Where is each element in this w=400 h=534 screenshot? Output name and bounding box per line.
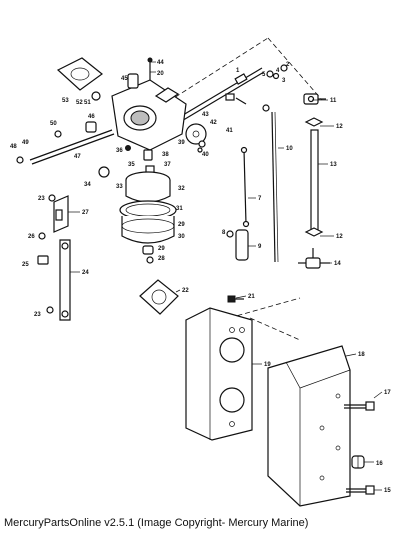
callout-14: 14 <box>334 261 341 267</box>
small-hardware <box>98 140 206 178</box>
callout-4: 4 <box>276 68 280 74</box>
callout-5: 5 <box>262 72 266 78</box>
callout-2: 2 <box>286 62 290 68</box>
screw-17 <box>344 401 375 411</box>
callout-17: 17 <box>384 390 391 396</box>
callout-45: 45 <box>121 76 128 82</box>
callout-23-bottom: 23 <box>34 312 41 318</box>
gasket-53 <box>56 57 103 101</box>
callout-20: 20 <box>157 71 164 77</box>
callout-36: 36 <box>116 148 123 154</box>
callout-48: 48 <box>10 144 17 150</box>
callout-28: 28 <box>158 256 165 262</box>
gasket-22 <box>139 279 179 315</box>
callout-38: 38 <box>162 152 169 158</box>
callout-32: 32 <box>178 186 185 192</box>
callout-labels: 44 20 45 1 5 4 2 3 11 12 53 52 51 50 46 … <box>10 60 391 494</box>
callout-44: 44 <box>157 60 164 66</box>
linkage-rod-13 <box>304 117 324 237</box>
cover-18 <box>267 345 351 507</box>
linkage-connector-14 <box>298 248 330 269</box>
callout-52: 52 <box>76 100 83 106</box>
callout-12-top: 12 <box>336 124 343 130</box>
linkage-connector-11 <box>303 93 326 105</box>
callout-18: 18 <box>358 352 365 358</box>
callout-11: 11 <box>330 98 337 104</box>
callout-42: 42 <box>210 120 217 126</box>
callout-9: 9 <box>258 244 262 250</box>
callout-35: 35 <box>128 162 135 168</box>
callout-15: 15 <box>384 488 391 494</box>
callout-47: 47 <box>74 154 81 160</box>
callout-1: 1 <box>236 68 240 74</box>
assembly-guide-lines <box>154 37 323 341</box>
callout-23-top: 23 <box>38 196 45 202</box>
callout-29-top: 29 <box>178 222 185 228</box>
callout-41: 41 <box>226 128 233 134</box>
callout-51: 51 <box>84 100 91 106</box>
callout-30: 30 <box>178 234 185 240</box>
arm-24 <box>37 232 71 321</box>
callout-8: 8 <box>222 230 226 236</box>
callout-7: 7 <box>258 196 262 202</box>
callout-29-bottom: 29 <box>158 246 165 252</box>
throttle-shaft-assembly <box>177 64 288 123</box>
callout-43: 43 <box>202 112 209 118</box>
callout-49: 49 <box>22 140 29 146</box>
callout-37: 37 <box>164 162 171 168</box>
callout-13: 13 <box>330 162 337 168</box>
callout-19: 19 <box>264 362 271 368</box>
choke-shaft-47 <box>16 121 115 165</box>
knob-16 <box>351 455 365 469</box>
adaptor-plate-19 <box>185 307 253 441</box>
link-sleeve-9 <box>226 229 249 261</box>
callout-12-bottom: 12 <box>336 234 343 240</box>
exploded-parts-diagram: 44 20 45 1 5 4 2 3 11 12 53 52 51 50 46 … <box>10 37 391 507</box>
vertical-rod-10 <box>271 111 279 263</box>
callout-50: 50 <box>50 121 57 127</box>
callout-21: 21 <box>248 294 255 300</box>
callout-34: 34 <box>84 182 91 188</box>
callout-24: 24 <box>82 270 89 276</box>
callout-22: 22 <box>182 288 189 294</box>
callout-27: 27 <box>82 210 89 216</box>
link-rod-7 <box>240 146 250 228</box>
float-bowl-assembly <box>119 171 177 264</box>
callout-31: 31 <box>176 206 183 212</box>
carburetor-body <box>111 57 207 151</box>
callout-33: 33 <box>116 184 123 190</box>
callout-40: 40 <box>202 152 209 158</box>
callout-25: 25 <box>22 262 29 268</box>
callout-3: 3 <box>282 78 286 84</box>
bracket-27 <box>48 194 69 233</box>
callout-26: 26 <box>28 234 35 240</box>
callout-39: 39 <box>178 140 185 146</box>
callout-53: 53 <box>62 98 69 104</box>
callout-46: 46 <box>88 114 95 120</box>
callout-16: 16 <box>376 461 383 467</box>
callout-10: 10 <box>286 146 293 152</box>
screw-21 <box>227 295 244 303</box>
callout-leaders <box>68 61 383 491</box>
copyright-caption: MercuryPartsOnline v2.5.1 (Image Copyrig… <box>4 517 309 529</box>
